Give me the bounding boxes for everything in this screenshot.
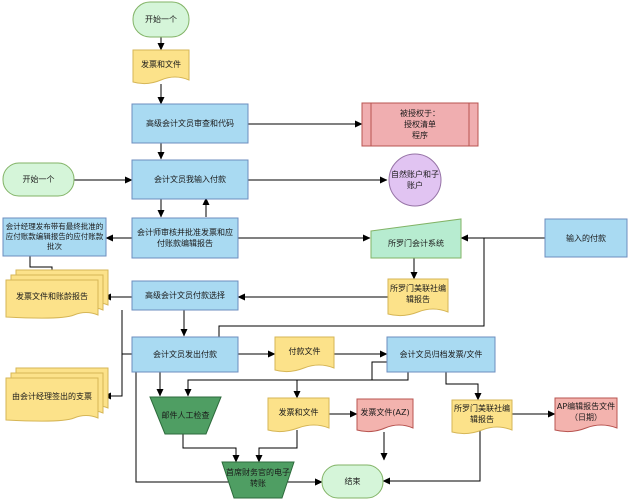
signed-checks-multidoc[interactable] <box>5 367 109 422</box>
invoice-files-az-doc[interactable] <box>356 398 414 433</box>
senior-clerk-review-box[interactable] <box>131 103 249 144</box>
edge-archive-to-mail <box>184 361 387 397</box>
supervisor-review-box[interactable] <box>131 217 239 259</box>
invoices-files-doc[interactable] <box>132 49 190 85</box>
invoices-aging-multidoc[interactable] <box>5 269 109 319</box>
manager-publish-box[interactable] <box>2 217 107 257</box>
edge-report2-to-end <box>382 428 481 485</box>
authorized-by-predefined[interactable] <box>361 102 479 147</box>
edge-issue-to-checks <box>103 310 132 400</box>
clerk-issue-payment-box[interactable] <box>131 336 239 373</box>
end-terminator[interactable] <box>321 464 384 499</box>
solomon-report-2-doc[interactable] <box>451 399 513 435</box>
natural-accounts-store[interactable] <box>388 153 442 207</box>
start-left-terminator[interactable] <box>2 162 75 197</box>
senior-select-payment-box[interactable] <box>131 280 239 311</box>
invoices-files-2-doc[interactable] <box>267 397 330 433</box>
edge-invoices2-to-cfo <box>255 430 298 463</box>
start-top-terminator[interactable] <box>132 1 190 38</box>
mail-check-manual-op[interactable] <box>149 396 222 435</box>
edge-mail-to-cfo <box>182 434 240 463</box>
edge-archive-to-report2 <box>445 372 482 401</box>
solomon-report-1-doc[interactable] <box>387 278 449 317</box>
solomon-system-manual-input[interactable] <box>370 218 462 259</box>
clerk-enter-payment-box[interactable] <box>131 159 249 200</box>
cfo-transfer-manual-op[interactable] <box>221 461 295 499</box>
input-payment-box[interactable] <box>544 218 628 258</box>
edge-archive-to-invoices2 <box>293 372 409 399</box>
edge-issue-to-solomon <box>218 234 485 338</box>
payment-files-doc[interactable] <box>274 336 335 373</box>
clerk-archive-box[interactable] <box>386 336 496 373</box>
ap-report-file-doc[interactable] <box>554 397 618 433</box>
